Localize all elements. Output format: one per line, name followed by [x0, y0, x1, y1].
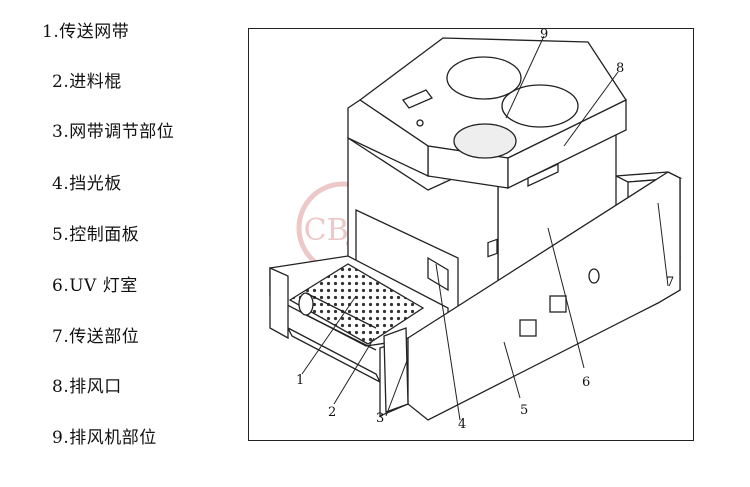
legend-text: 进料棍 — [69, 72, 122, 92]
callout-2: 2 — [328, 405, 336, 420]
legend-item-5: 5.控制面板 — [52, 225, 139, 245]
diagram-frame — [248, 28, 694, 441]
legend-text: 传送部位 — [69, 327, 140, 347]
leader-9 — [505, 35, 545, 119]
legend-text: UV 灯室 — [69, 276, 138, 296]
exhaust-port — [527, 162, 559, 188]
legend-item-4: 4.挡光板 — [52, 174, 122, 194]
callout-1: 1 — [296, 373, 304, 388]
legend-item-6: 6.UV 灯室 — [52, 276, 138, 296]
legend-item-9: 9.排风机部位 — [52, 428, 157, 448]
legend-text: 网带调节部位 — [69, 122, 175, 142]
fan-openings — [401, 56, 579, 159]
control-panel-buttons — [487, 238, 600, 337]
legend-number: 3. — [52, 122, 70, 142]
legend-number: 1. — [42, 22, 60, 42]
callout-5: 5 — [520, 403, 528, 418]
leader-7 — [657, 202, 669, 287]
leader-8 — [563, 71, 619, 147]
legend-text: 传送网带 — [59, 22, 130, 42]
legend-text: 排风口 — [69, 377, 122, 397]
legend-number: 6. — [52, 276, 70, 296]
callout-3: 3 — [376, 411, 384, 426]
callout-9: 9 — [540, 28, 548, 42]
legend-item-8: 8.排风口 — [52, 377, 122, 397]
callout-7: 7 — [666, 275, 674, 290]
leader-6 — [547, 227, 585, 369]
legend-item-3: 3.网带调节部位 — [52, 122, 174, 142]
leader-5 — [503, 341, 521, 399]
legend-list: 1.传送网带 2.进料棍 3.网带调节部位 4.挡光板 5.控制面板 6.UV … — [0, 0, 240, 487]
legend-text: 排风机部位 — [69, 428, 157, 448]
leader-1 — [301, 295, 357, 375]
callout-labels: 9 8 7 6 5 4 3 2 1 — [296, 28, 674, 432]
leader-2 — [333, 337, 375, 405]
uv-machine-diagram: CBJV — [269, 28, 683, 432]
legend-number: 9. — [52, 428, 70, 448]
legend-number: 8. — [52, 377, 70, 397]
infeed-conveyor — [269, 255, 449, 384]
front-shield-plate — [383, 327, 409, 413]
control-panel-side — [407, 171, 681, 421]
legend-text: 控制面板 — [69, 225, 140, 245]
legend-number: 2. — [52, 72, 70, 92]
legend-number: 5. — [52, 225, 70, 245]
legend-number: 7. — [52, 327, 70, 347]
leader-4 — [435, 263, 461, 421]
callout-lines — [301, 35, 669, 421]
legend-item-1: 1.传送网带 — [42, 22, 129, 42]
legend-number: 4. — [52, 174, 70, 194]
legend-item-2: 2.进料棍 — [52, 72, 122, 92]
callout-6: 6 — [582, 375, 590, 390]
legend-text: 挡光板 — [69, 174, 122, 194]
callout-8: 8 — [616, 61, 624, 76]
callout-4: 4 — [458, 417, 466, 432]
leader-3 — [385, 357, 409, 417]
legend-item-7: 7.传送部位 — [52, 327, 139, 347]
